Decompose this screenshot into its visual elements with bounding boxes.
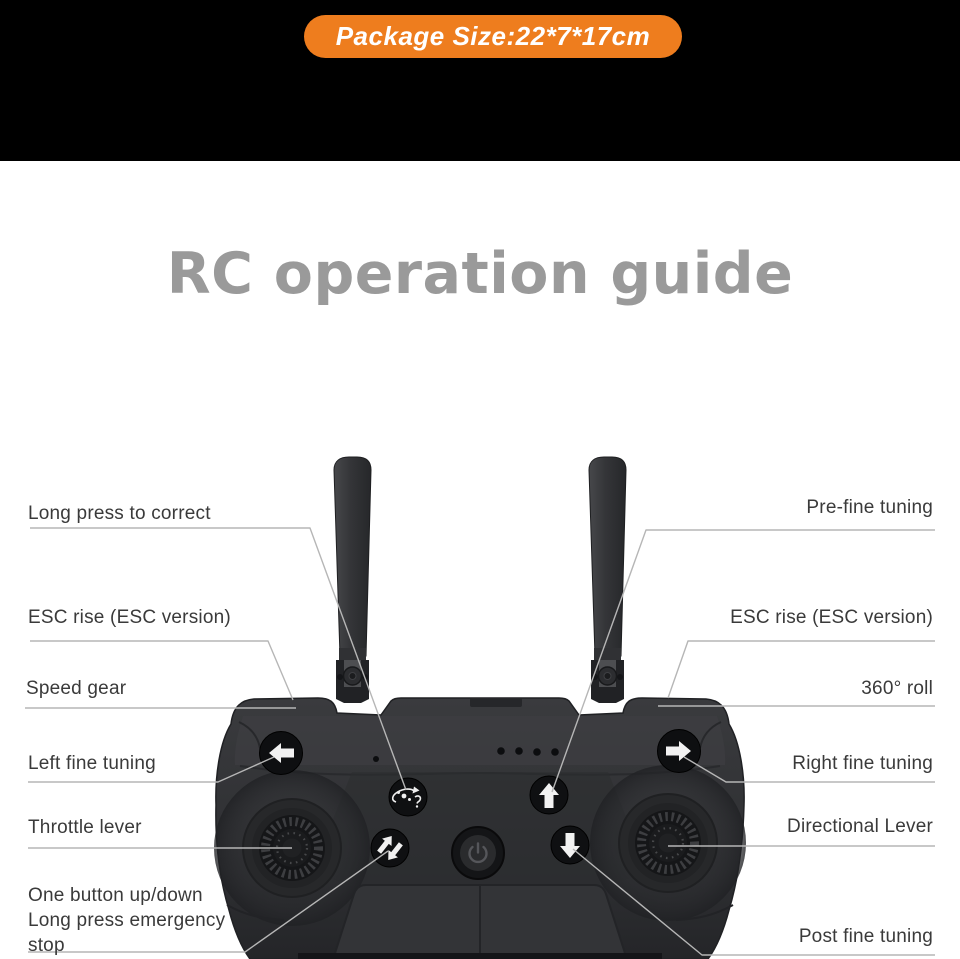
leader-long-press-to-correct xyxy=(30,527,407,791)
up-down-arrows-icon xyxy=(377,836,403,860)
left-antenna xyxy=(333,456,372,703)
label-pre-fine-tuning: Pre-fine tuning xyxy=(806,497,933,518)
directional-stick xyxy=(618,793,718,893)
led-indicators xyxy=(373,747,559,762)
right-fine-tune-button xyxy=(657,729,701,773)
label-esc-rise-left: ESC rise (ESC version) xyxy=(28,607,231,628)
package-size-text: Package Size:22*7*17cm xyxy=(335,21,651,51)
leader-right-fine-tuning xyxy=(683,756,935,783)
label-one-button-up-down: One button up/down Long press emergency … xyxy=(28,885,226,956)
up-arrow-icon xyxy=(539,783,559,808)
left-arrow-icon xyxy=(269,743,294,763)
label-post-fine-tuning: Post fine tuning xyxy=(798,926,933,947)
label-esc-rise-right: ESC rise (ESC version) xyxy=(730,607,933,628)
leader-pre-fine-tuning xyxy=(551,529,935,793)
one-key-up-down-button xyxy=(370,828,410,868)
right-arrow-icon xyxy=(666,741,691,761)
label-right-fine-tuning: Right fine tuning xyxy=(792,753,933,774)
roll-360-button xyxy=(388,777,428,817)
leader-left-fine-tuning xyxy=(28,756,275,783)
drone-rotate-icon xyxy=(391,786,422,808)
leader-esc-rise-left xyxy=(30,640,294,701)
label-throttle-lever: Throttle lever xyxy=(28,817,142,838)
leader-lines xyxy=(25,527,935,956)
down-arrow-icon xyxy=(560,833,580,858)
power-button xyxy=(451,826,505,880)
power-icon xyxy=(468,842,488,864)
label-directional-lever: Directional Lever xyxy=(787,816,933,837)
label-360-roll: 360° roll xyxy=(861,678,933,699)
label-long-press-to-correct: Long press to correct xyxy=(28,503,211,524)
page-title: RC operation guide xyxy=(166,241,794,307)
left-fine-tune-button xyxy=(259,731,303,775)
package-size-badge: Package Size:22*7*17cm xyxy=(304,15,682,58)
label-speed-gear: Speed gear xyxy=(26,678,127,699)
leader-esc-rise-right xyxy=(667,640,935,699)
right-antenna xyxy=(588,456,627,703)
label-left-fine-tuning: Left fine tuning xyxy=(28,753,156,774)
leader-one-button-up-down xyxy=(28,850,389,953)
up-trim-button xyxy=(529,775,569,815)
leader-post-fine-tuning xyxy=(572,848,935,956)
top-banner: Package Size:22*7*17cm xyxy=(0,0,960,161)
